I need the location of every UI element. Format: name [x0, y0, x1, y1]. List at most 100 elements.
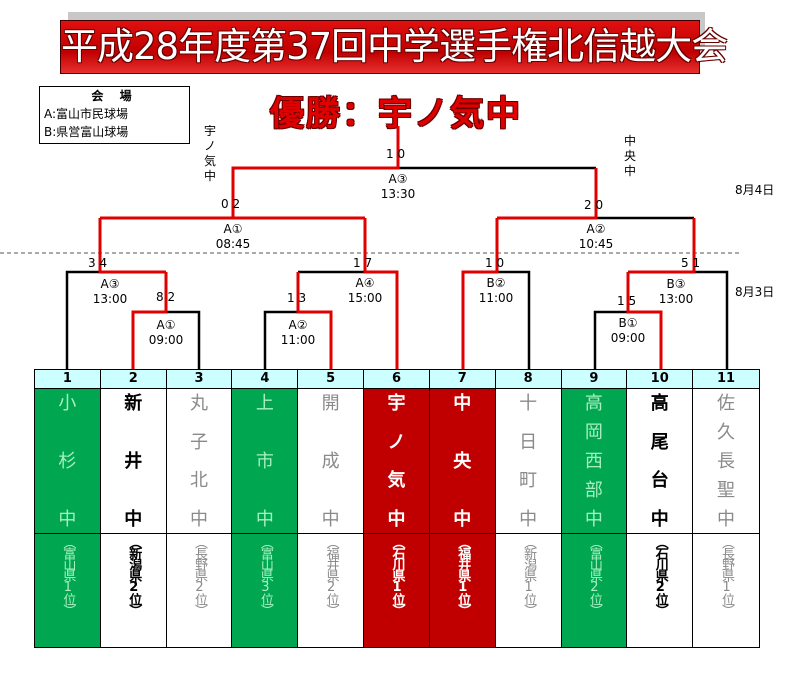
team-name-char: ノ — [387, 431, 406, 453]
match-score-qf3: 1 0 — [485, 256, 505, 270]
team-name: 丸子北中 — [166, 389, 232, 534]
team-prefecture-rank: （富山県1位） — [35, 534, 100, 647]
prefecture-text: （福井県2位） — [323, 536, 339, 615]
team-name-char: 新 — [124, 393, 143, 414]
team-name-char: 中 — [717, 509, 736, 530]
team-name-char: 高 — [650, 393, 669, 414]
venue-legend: 会 場 A:富山市民球場 B:県営富山球場 — [39, 86, 190, 144]
prefecture-text: （富山県1位） — [60, 536, 76, 615]
team-name-char: 小 — [58, 393, 77, 414]
team-name-char: 中 — [453, 393, 472, 414]
match-time: 11:00 — [478, 291, 514, 305]
team-name-char: 佐 — [717, 393, 736, 414]
team-name-char: 中 — [584, 509, 603, 530]
prefecture-text: （新潟県2位） — [126, 536, 142, 615]
match-venue: B② — [486, 276, 506, 290]
team-name-char: 成 — [321, 451, 340, 472]
team-name-char: 中 — [255, 509, 274, 530]
team-prefecture-rank: （新潟県2位） — [100, 534, 166, 647]
match-time: 13:30 — [380, 187, 416, 201]
team-name-char: 中 — [453, 509, 472, 530]
match-venue: A④ — [355, 276, 375, 290]
team-name-char: 宇 — [387, 393, 406, 414]
match-score-qf2: 1 7 — [353, 256, 373, 270]
team-name-char: 北 — [190, 470, 209, 492]
team-name-char: 井 — [124, 451, 143, 472]
team-prefecture-rank: （福井県2位） — [298, 534, 364, 647]
team-name-char: 気 — [387, 470, 406, 492]
match-score-qf4: 5 1 — [681, 256, 701, 270]
team-name-char: 久 — [717, 422, 736, 443]
team-name-char: 中 — [387, 508, 406, 530]
red-qf4 — [628, 218, 696, 274]
team-name-char: 市 — [255, 451, 274, 472]
team-name-char: 西 — [584, 451, 603, 472]
team-name-char: 中 — [58, 509, 77, 530]
red-qf1 — [98, 218, 166, 274]
bracket-winning-path — [98, 126, 696, 369]
venue-a: A:富山市民球場 — [44, 107, 129, 121]
team-name: 中央中 — [429, 389, 495, 534]
team-prefecture-rank: （長野県2位） — [166, 534, 232, 647]
team-name-char: 中 — [519, 508, 538, 530]
match-venue: A① — [223, 222, 243, 236]
finalist-right-label: 中央中 — [623, 134, 636, 178]
team-name-char: 中 — [190, 508, 209, 530]
line-qf4 — [694, 270, 729, 369]
team-prefecture-rank: （石川県2位） — [627, 534, 693, 647]
red-qf3 — [461, 218, 499, 369]
match-venue: A② — [586, 222, 606, 236]
team-name: 開成中 — [298, 389, 364, 534]
match-time: 08:45 — [215, 237, 251, 251]
team-number: 10 — [627, 370, 693, 389]
team-column: 1 小杉中 （富山県1位） — [35, 370, 101, 647]
team-column: 2 新井中 （新潟県2位） — [100, 370, 167, 647]
red-r1c — [626, 272, 663, 369]
prefecture-text: （長野県1位） — [719, 536, 735, 615]
red-r1a — [131, 272, 168, 369]
team-name-char: 央 — [453, 451, 472, 472]
match-venue: A③ — [388, 172, 408, 186]
team-number: 4 — [232, 370, 298, 389]
prefecture-text: （富山県2位） — [586, 536, 602, 615]
team-name-char: 開 — [321, 393, 340, 414]
match-score-final: 1 0 — [386, 147, 406, 161]
team-name-char: 十 — [519, 393, 538, 414]
team-name-char: 中 — [124, 509, 143, 530]
venue-heading: 会 場 — [91, 89, 138, 103]
team-name-char: 杉 — [58, 451, 77, 472]
team-name-char: 中 — [650, 508, 669, 530]
match-venue: A③ — [100, 277, 120, 291]
match-time: 09:00 — [148, 333, 184, 347]
match-score-sf2: 2 0 — [584, 198, 604, 212]
match-time: 11:00 — [280, 333, 316, 347]
team-prefecture-rank: （福井県1位） — [429, 534, 495, 647]
team-number: 1 — [35, 370, 100, 389]
match-time: 09:00 — [610, 331, 646, 345]
team-name-char: 部 — [584, 480, 603, 501]
team-number: 2 — [100, 370, 166, 389]
team-name-char: 上 — [255, 393, 274, 414]
match-venue: A② — [288, 318, 308, 332]
team-number: 11 — [693, 370, 759, 389]
team-name-char: 中 — [321, 509, 340, 530]
match-score-sf1: 0 2 — [221, 197, 241, 211]
match-time: 13:00 — [92, 292, 128, 306]
team-prefecture-rank: （長野県1位） — [693, 534, 759, 647]
team-name-char: 丸 — [190, 393, 209, 414]
match-score-r1b: 1 3 — [287, 291, 307, 305]
